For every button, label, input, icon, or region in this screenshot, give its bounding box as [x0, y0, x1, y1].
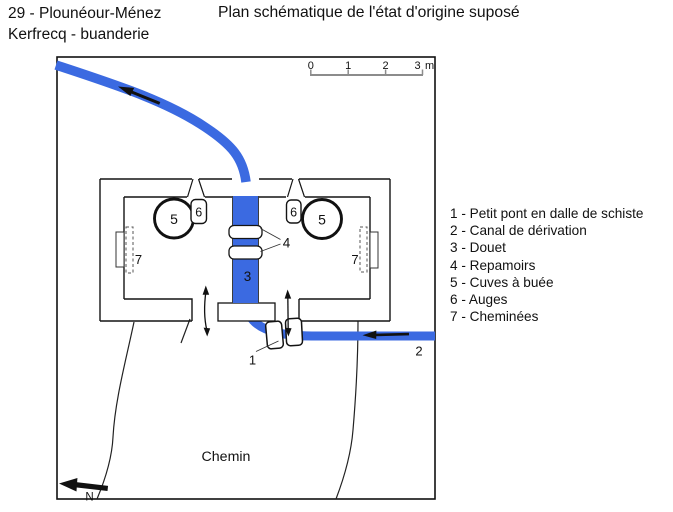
north-label: N — [85, 492, 93, 504]
bridge-slabs — [264, 317, 304, 350]
door-arrow-right-head-up — [284, 289, 292, 299]
stream-arrow-tail — [129, 89, 161, 105]
threshold-box — [217, 302, 276, 322]
header: 29 - Plounéour-Ménez Kerfrecq - buanderi… — [8, 4, 161, 45]
label-canal: 2 — [415, 344, 422, 359]
canal-arrow-tail — [374, 332, 410, 337]
header-site: Kerfrecq - buanderie — [8, 25, 150, 43]
door-arrow-left-head-up — [202, 285, 210, 295]
chimney-right — [359, 226, 368, 273]
label-chimney-left: 7 — [135, 252, 142, 267]
doorway-arrows — [202, 285, 292, 337]
bridge-slab-right — [284, 317, 304, 347]
door-arrow-left-shaft — [203, 290, 208, 331]
legend-item-canal: 2 - Canal de dérivation — [450, 223, 587, 239]
label-chimney-right: 7 — [351, 252, 358, 267]
window-embrasures — [186, 178, 306, 198]
label-bridge: 1 — [249, 353, 256, 368]
legend-item-bridge: 1 - Petit pont en dalle de schiste — [450, 206, 644, 221]
stream-arrow-head — [118, 86, 135, 97]
scale-bar — [310, 69, 424, 76]
bridge-slab-left — [264, 320, 285, 350]
leader-bridge — [255, 340, 279, 352]
header-commune: 29 - Plounéour-Ménez — [8, 5, 162, 22]
page-title: Plan schématique de l'état d'origine sup… — [218, 4, 520, 21]
legend-item-cheminees: 7 - Cheminées — [450, 309, 539, 325]
scale-label-0: 0 — [308, 60, 314, 72]
door-arrow-left-head-down — [203, 327, 211, 337]
leader-lines — [255, 228, 281, 352]
label-douet: 3 — [244, 269, 252, 284]
cuve-right — [301, 198, 343, 240]
label-auge-left: 6 — [195, 206, 202, 220]
leader-repamoir-bottom — [260, 243, 281, 252]
repamoir-bottom — [228, 245, 263, 260]
label-repamoirs: 4 — [283, 236, 291, 251]
auge-right — [285, 199, 302, 224]
chimney-left — [125, 226, 134, 274]
stream-flow-arrow — [118, 86, 161, 105]
path-edge-right — [335, 320, 359, 500]
legend-item-cuves: 5 - Cuves à buée — [450, 274, 554, 290]
repamoirs — [228, 224, 263, 260]
scale-label-3: 3 — [414, 60, 420, 72]
path-chemin-lines — [96, 318, 359, 500]
door-arrow-right-head-down — [284, 327, 292, 337]
label-auge-right: 6 — [290, 206, 297, 220]
repamoir-top — [228, 224, 263, 240]
legend-item-douet: 3 - Douet — [450, 240, 506, 256]
scale-bar-labels: 0 1 2 3 m — [308, 60, 434, 72]
north-arrow — [59, 477, 109, 492]
path-edge-left — [96, 321, 135, 500]
north-arrow-head — [59, 477, 78, 492]
hearth-left — [115, 231, 125, 268]
legend-item-repamoirs: 4 - Repamoirs — [450, 257, 536, 273]
stream — [54, 60, 251, 183]
canal-arrow-head — [362, 330, 377, 339]
legend-item-auges: 6 - Auges — [450, 292, 508, 308]
auge-left — [190, 198, 208, 225]
hearth-right — [369, 231, 379, 269]
leader-repamoir-top — [260, 228, 281, 240]
scale-label-1: 1 — [345, 60, 351, 72]
scale-unit: m — [425, 60, 434, 72]
label-cuve-left: 5 — [170, 211, 178, 227]
path-edge-left-short — [180, 318, 191, 344]
scale-label-2: 2 — [383, 60, 389, 72]
canal-flow-arrow — [362, 330, 410, 339]
label-cuve-right: 5 — [318, 212, 326, 228]
legend: 1 - Petit pont en dalle de schiste 2 - C… — [450, 205, 643, 325]
label-chemin: Chemin — [202, 449, 251, 465]
north-arrow-tail — [74, 482, 109, 491]
